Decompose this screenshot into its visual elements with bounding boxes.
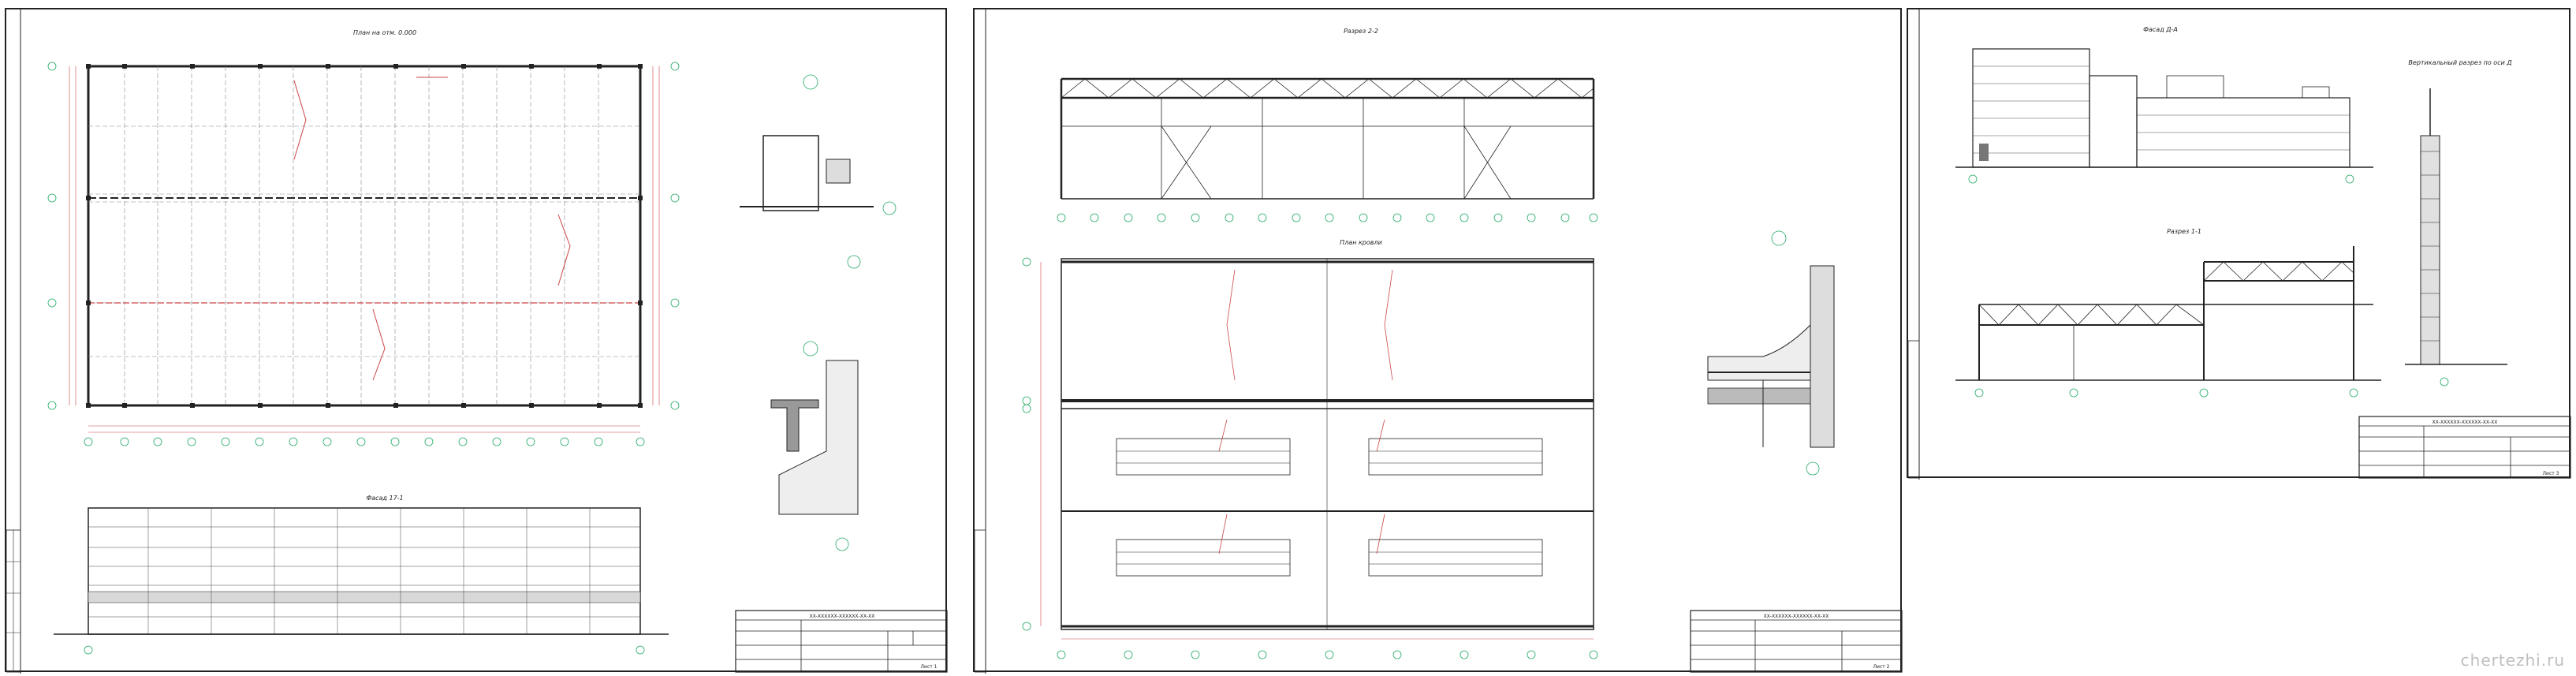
detail-1-drawing <box>778 360 859 515</box>
stamp-sheet-2: Лист 2 <box>1873 664 1890 670</box>
stamp-sheet-3: Лист 3 <box>2543 471 2559 476</box>
stamp-code-1: ХХ-ХХХХХХ-ХХХХХХ-ХХ-ХХ <box>810 614 875 619</box>
dimension-lines <box>69 66 660 433</box>
stamp-sheet-1: Лист 1 <box>921 664 938 670</box>
facade-da-axes <box>1968 174 2354 184</box>
stamp-code-3: ХХ-ХХХХХХ-ХХХХХХ-ХХ-ХХ <box>2432 420 2498 425</box>
detail-3-bubble <box>1771 230 1787 246</box>
drawing-sheet-3: Фасад Д-А Разрез 1-1 <box>1907 8 2571 480</box>
sheet-1-drawing: План на отм. 0.000 <box>6 9 948 674</box>
column-markers <box>86 64 643 408</box>
section-2-2-drawing <box>1060 77 1595 200</box>
facade-da-drawing <box>1955 48 2373 168</box>
bracing-marks <box>293 77 571 381</box>
title-block-2 <box>1690 610 1903 673</box>
facade-da-title: Фасад Д-А <box>2143 26 2178 33</box>
section-2-2-title: Разрез 2-2 <box>1344 28 1378 35</box>
roof-plan-drawing <box>1061 258 1594 630</box>
facade-title: Фасад 17-1 <box>366 495 403 502</box>
roof-dimension-lines <box>1040 262 1594 640</box>
sheet-2-drawing: Разрез 2-2 План кровли <box>975 9 1903 674</box>
roof-plan-axes <box>1022 257 1598 659</box>
floor-plan-grid <box>88 66 640 405</box>
roof-plan-title: План кровли <box>1340 239 1382 246</box>
watermark-text: chertezhi.ru <box>2460 651 2565 670</box>
detail-3-drawing <box>1707 265 1835 448</box>
section-1-1-drawing <box>1955 246 2381 381</box>
section-1-1-axes <box>1974 388 2358 398</box>
sheet-3-drawing: Фасад Д-А Разрез 1-1 <box>1908 9 2571 480</box>
title-block-1 <box>735 610 948 673</box>
stamp-code-2: ХХ-ХХХХХХ-ХХХХХХ-ХХ-ХХ <box>1764 614 1829 619</box>
facade-17-1-drawing <box>54 507 669 655</box>
vertical-section-drawing <box>2405 88 2507 365</box>
title-block-3 <box>2358 416 2571 479</box>
section-2-2-axes <box>1057 213 1598 222</box>
section-1-1-title: Разрез 1-1 <box>2167 228 2201 235</box>
plan-title: План на отм. 0.000 <box>353 29 416 36</box>
detail-2-bubble <box>803 74 818 90</box>
detail-1-bubble <box>803 341 818 357</box>
drawing-sheet-2: Разрез 2-2 План кровли <box>973 8 1903 674</box>
drawing-sheet-1: План на отм. 0.000 <box>5 8 948 674</box>
axis-bubbles-bottom <box>84 437 645 446</box>
floor-plan-outline <box>87 65 642 407</box>
vertical-section-title: Вертикальный разрез по оси Д <box>2408 59 2511 66</box>
detail-2-drawing <box>762 135 819 211</box>
axis-bubbles-side <box>47 62 680 410</box>
